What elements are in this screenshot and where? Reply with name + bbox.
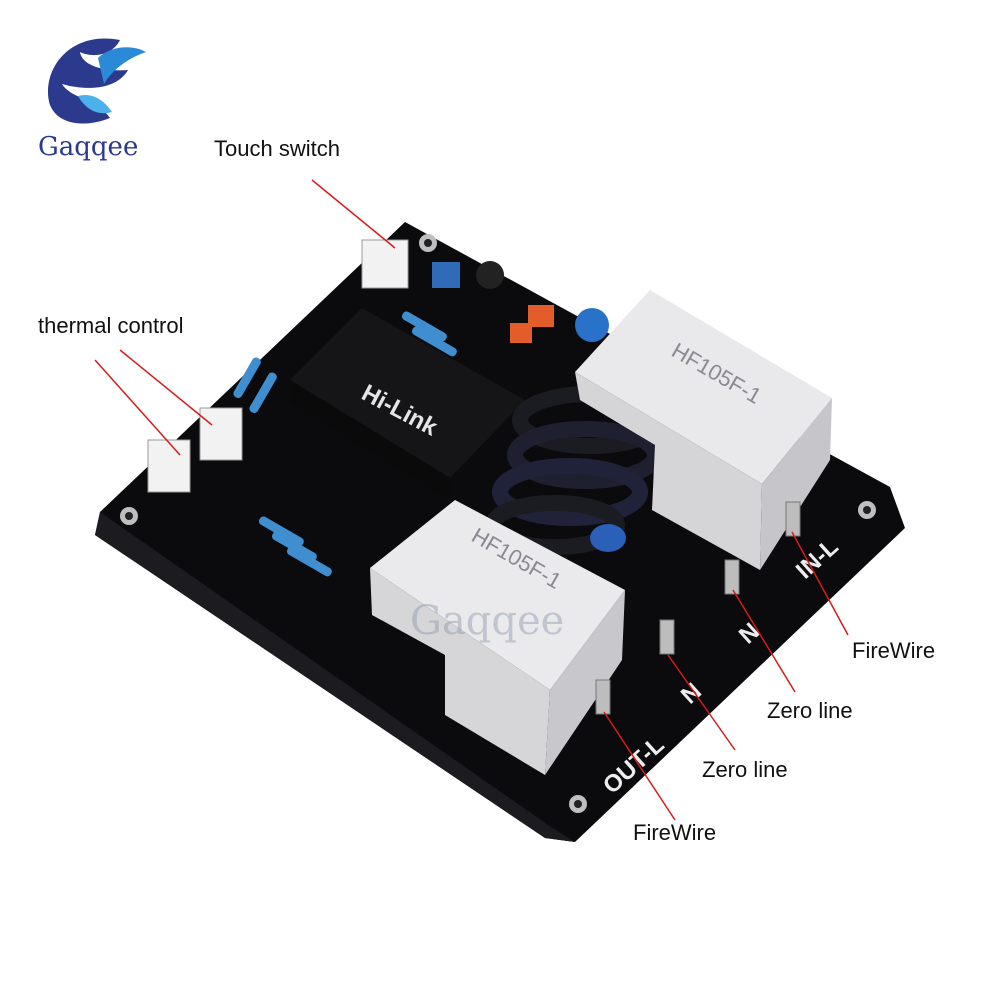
callout-zero-line-in: Zero line (767, 698, 853, 723)
gaqqee-logo-icon (48, 38, 146, 124)
power-module: Hi-Link (290, 308, 525, 500)
callout-zero-line-out: Zero line (702, 757, 788, 782)
watermark-text: Gaqqee (410, 598, 565, 644)
thermal-control-connectors (147, 407, 243, 493)
callout-firewire-in: FireWire (852, 638, 936, 663)
callout-lines (94, 179, 849, 821)
capacitors (432, 261, 626, 552)
relay-top: HF105F-1 (575, 290, 832, 570)
brand-logo-text: Gaqqee (38, 132, 139, 162)
callout-firewire-out: FireWire (633, 820, 717, 845)
resistor-group (233, 311, 457, 577)
touch-switch-connector (361, 239, 409, 289)
spade-terminals (595, 501, 801, 715)
callout-touch-switch: Touch switch (214, 136, 340, 161)
callout-thermal-control: thermal control (38, 313, 184, 338)
